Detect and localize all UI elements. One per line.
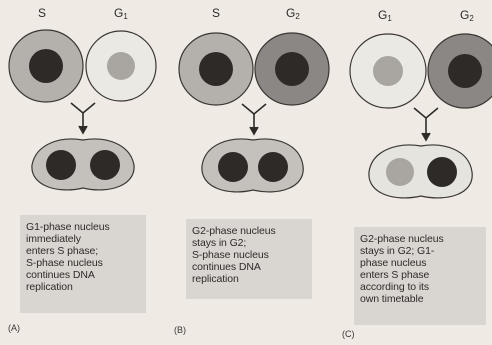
panel-a-g1-cell bbox=[86, 31, 156, 101]
panel-b-caption: G2-phase nucleus stays in G2; S-phase nu… bbox=[186, 219, 312, 299]
panel-a-caption: G1-phase nucleus immediately enters S ph… bbox=[20, 215, 146, 313]
panel-c: G1 G2 bbox=[350, 8, 492, 198]
nucleus-light bbox=[107, 52, 135, 80]
panel-c-g2-cell bbox=[428, 34, 492, 108]
nucleus-dark bbox=[90, 150, 120, 180]
panel-b-fused-cell bbox=[202, 139, 303, 192]
nucleus-light bbox=[386, 158, 414, 186]
panel-a-letter: (A) bbox=[8, 323, 20, 333]
nucleus-dark bbox=[29, 49, 63, 83]
nucleus-dark bbox=[427, 157, 457, 187]
panel-a: S G1 bbox=[9, 6, 156, 190]
cell-label: S bbox=[38, 6, 46, 20]
panel-c-caption: G2-phase nucleus stays in G2; G1- phase … bbox=[354, 227, 486, 325]
panel-c-letter: (C) bbox=[342, 329, 355, 339]
cell-label: G2 bbox=[460, 8, 474, 23]
fusion-arrow bbox=[242, 104, 266, 134]
cell-label: G1 bbox=[378, 8, 392, 23]
fused-cell-body bbox=[202, 139, 303, 192]
nucleus-dark bbox=[218, 152, 248, 182]
cell-label: G2 bbox=[286, 6, 300, 21]
panel-a-fused-cell bbox=[32, 139, 134, 190]
panel-c-g1-cell bbox=[350, 34, 426, 108]
nucleus-light bbox=[373, 56, 403, 86]
panel-a-s-cell bbox=[9, 30, 83, 102]
nucleus-dark bbox=[448, 54, 482, 88]
cell-label: G1 bbox=[114, 6, 128, 21]
panel-b-letter: (B) bbox=[174, 325, 186, 335]
nucleus-dark bbox=[46, 150, 76, 180]
nucleus-dark bbox=[258, 152, 288, 182]
fusion-arrow bbox=[71, 103, 95, 133]
panel-b-s-cell bbox=[179, 33, 253, 105]
nucleus-dark bbox=[275, 52, 309, 86]
fusion-arrow bbox=[414, 108, 438, 140]
panel-c-fused-cell bbox=[369, 145, 472, 198]
panel-b: S G2 bbox=[179, 6, 329, 192]
nucleus-dark bbox=[199, 52, 233, 86]
cell-label: S bbox=[212, 6, 220, 20]
panel-b-g2-cell bbox=[255, 33, 329, 105]
